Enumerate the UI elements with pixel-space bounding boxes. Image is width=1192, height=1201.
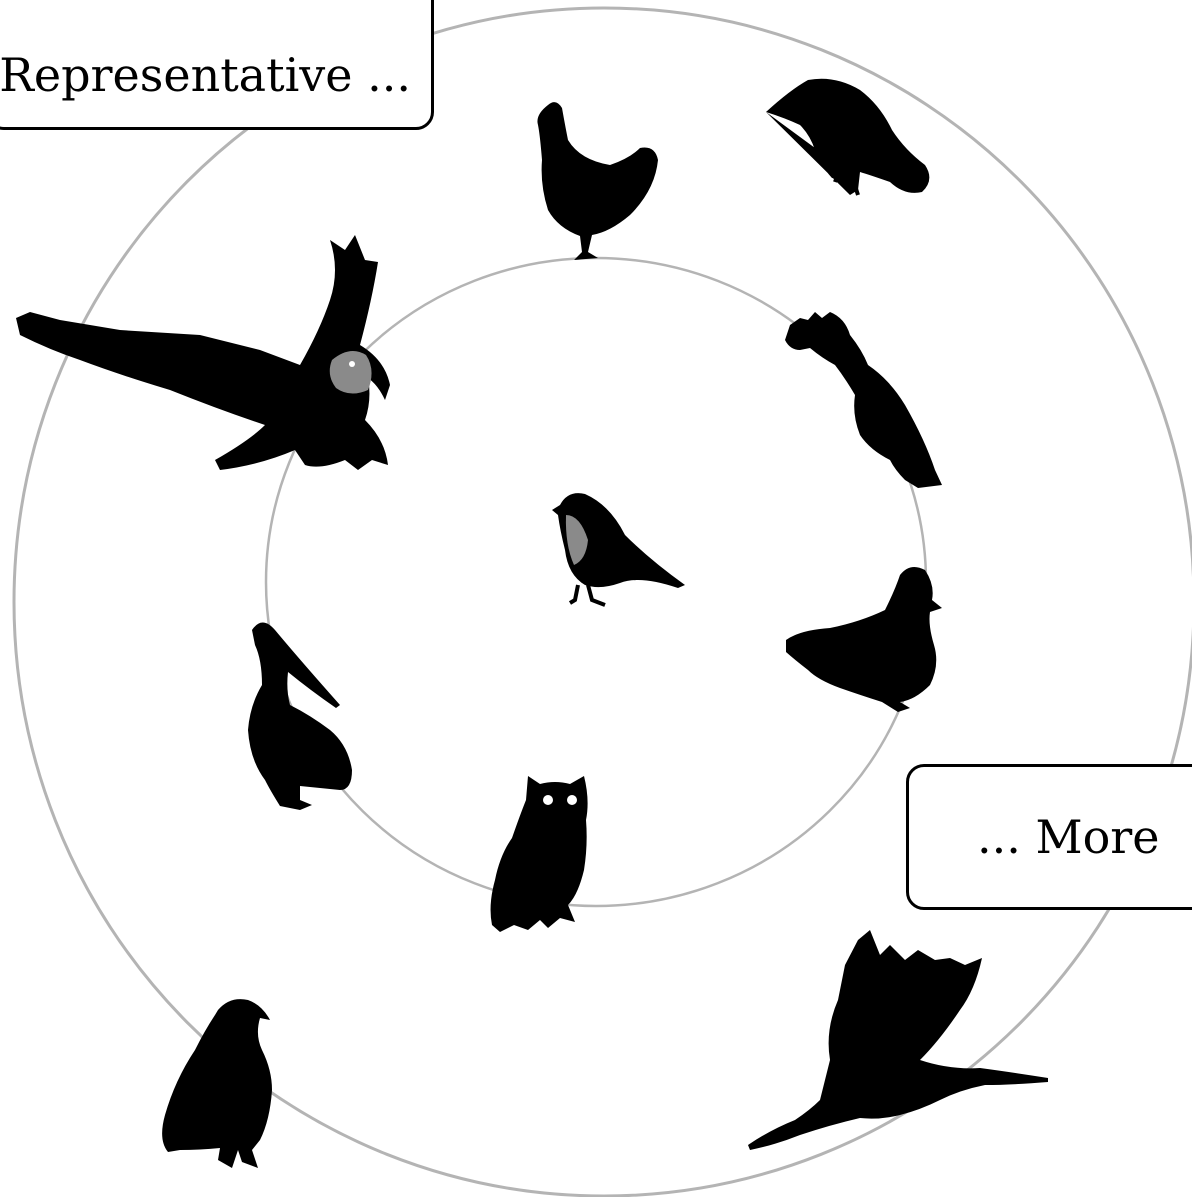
- owl-icon: [490, 776, 588, 932]
- outer-ring: [12, 6, 1192, 1198]
- vulture-icon: [162, 999, 272, 1168]
- more-label: ... More: [906, 764, 1192, 910]
- songbird-icon: [552, 493, 685, 607]
- crow-icon: [766, 78, 930, 196]
- chicken-icon: [537, 102, 658, 260]
- duck-icon: [786, 566, 942, 712]
- eagle-icon: [16, 235, 390, 470]
- pelican-icon: [248, 622, 352, 810]
- cockatoo-icon: [785, 312, 942, 488]
- representative-label-text: Representative ...: [0, 48, 411, 102]
- representative-label: Representative ...: [0, 0, 434, 130]
- more-label-text: ... More: [977, 810, 1160, 864]
- heron-icon: [748, 930, 1048, 1150]
